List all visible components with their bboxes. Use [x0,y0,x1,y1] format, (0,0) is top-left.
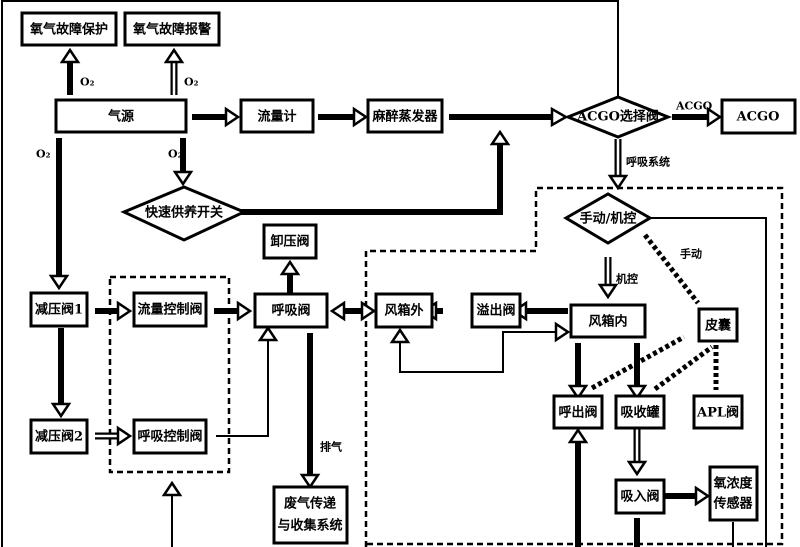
node-acgo-valve: ACGO选择阀 [563,95,673,139]
breathing-system-group [364,186,784,547]
node-inhale-valve: 吸入阀 [614,478,666,515]
node-label: 流量计 [257,109,296,125]
node-label-line1: 氧浓度 [712,476,753,492]
node-label: APL阀 [696,405,739,421]
node-label: 风箱外 [384,303,423,319]
node-bag: 皮囊 [697,307,739,343]
edge-label-o2-b: O₂ [184,76,199,89]
node-label-line1: 废气传递 [284,496,336,512]
node-label: 手动/机控 [580,211,637,227]
node-label: 气源 [108,109,134,125]
node-label: 麻醉蒸发器 [371,109,438,125]
node-bellows-out: 风箱外 [374,292,434,329]
node-label: 呼吸控制阀 [137,429,202,445]
node-label: ACGO [736,110,780,125]
node-relief-valve: 卸压阀 [262,223,318,260]
node-absorber: 吸收罐 [614,394,666,430]
node-label: 流量控制阀 [137,302,202,318]
node-label: 吸收罐 [620,405,659,421]
node-breath-ctrl-valve: 呼吸控制阀 [132,418,208,455]
node-label: 皮囊 [704,318,732,334]
edge-label-o2-d: O₂ [168,148,183,161]
edge-label-breathing-system: 呼吸系统 [626,155,670,169]
node-label-line2: 与收集系统 [277,518,342,534]
node-bellows-in: 风箱内 [569,303,647,339]
node-manual-auto: 手动/机控 [563,192,653,245]
control-valve-group [108,275,231,474]
node-label: 呼吸阀 [271,303,310,319]
node-label: 卸压阀 [270,234,309,250]
edge-label-machine: 机控 [616,272,638,286]
edge-labels: O₂ O₂ O₂ O₂ ACGO 呼吸系统 手动 机控 排气 [36,76,713,454]
node-label: 减压阀2 [35,429,83,445]
node-label: 溢出阀 [476,303,515,319]
edge-label-o2-c: O₂ [36,148,51,161]
node-flowmeter: 流量计 [239,98,315,134]
edges [48,47,767,547]
edge-label-o2-a: O₂ [80,76,95,89]
node-o2-fault-protect: 氧气故障保护 [20,11,118,47]
node-apl-valve: APL阀 [692,394,744,430]
node-exhaust-system: 废气传递 与收集系统 [272,485,349,545]
node-breath-valve: 呼吸阀 [253,292,329,329]
node-overflow-valve: 溢出阀 [470,292,522,329]
node-acgo: ACGO [720,98,797,135]
node-o2-fault-alarm: 氧气故障报警 [123,11,221,47]
node-label: 氧气故障报警 [132,22,211,38]
node-reducer1: 减压阀1 [29,291,89,328]
node-o2-sensor: 氧浓度 传感器 [708,465,759,522]
node-exhale-valve: 呼出阀 [552,394,604,430]
node-label: 吸入阀 [620,489,659,505]
node-gas-source: 气源 [54,98,188,134]
edge-label-acgo: ACGO [675,100,713,113]
node-label: 快速供养开关 [145,205,223,221]
node-label-line2: 传感器 [712,496,753,512]
node-label: ACGO选择阀 [576,109,659,125]
node-label: 减压阀1 [35,302,83,318]
node-flow-ctrl-valve: 流量控制阀 [132,291,208,328]
edge-label-manual: 手动 [680,247,702,261]
node-label: 氧气故障保护 [29,22,108,38]
edge-label-exhaust: 排气 [320,440,342,454]
node-vaporizer: 麻醉蒸发器 [366,98,444,134]
node-label: 呼出阀 [558,405,597,421]
node-reducer2: 减压阀2 [29,418,89,455]
node-label: 风箱内 [588,314,627,330]
node-flush-switch: 快速供养开关 [120,185,248,242]
outer-frame [1,0,619,547]
